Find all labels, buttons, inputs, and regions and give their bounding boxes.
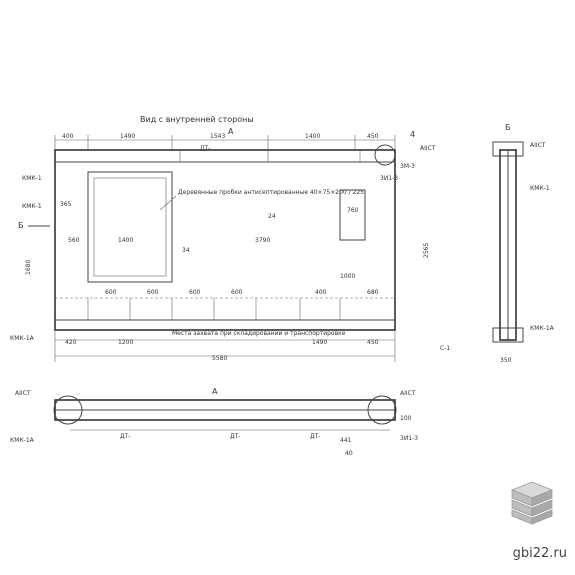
dim-bottom-3: 450 [367,339,379,346]
mark-kmk1-top: КМК-1 [22,175,42,182]
mark-3m13: 3И1-3 [380,175,398,182]
dim-top-4: 450 [367,133,379,140]
note-wood-text: Деревянные пробки антисептированные 40×7… [178,189,364,196]
dim-top-3: 1400 [305,133,320,140]
mark-ast-plan: АIIСТ [15,390,31,397]
mark-3m13-plan: 3И1-3 [400,435,418,442]
brand-text: gbi22.ru [512,546,567,561]
mark-dt-plan-3: ДТ- [310,433,321,440]
mark-3m-node: 3М-3 [400,163,415,170]
section-mark-b-left: Б [18,221,24,230]
mark-ast-node: АIIСТ [420,145,436,152]
dim-bottom-0: 420 [65,339,77,346]
mark-kmk1a-bottom: КМК-1А [10,335,35,342]
section-a-title: А [212,387,218,396]
mark-kmk1a-section: КМК-1А [530,325,555,332]
section-b-width: 350 [500,357,512,364]
dim-bottom-1: 1200 [118,339,133,346]
mark-kmk1a-plan: КМК-1А [10,437,35,444]
mark-kmk1-section: КМК-1 [530,185,550,192]
dim-height-right: 2565 [423,243,430,258]
detail-node-top-right: АIIСТ 3М-3 [374,144,436,170]
dim-1000: 1000 [340,273,355,280]
mark-dt-plan-1: ДТ- [120,433,131,440]
row-dimension-chain: 600 600 600 600 400 680 [105,289,379,296]
view-title: Вид с внутренней стороны [140,115,254,124]
mark-kmk1-mid: КМК-1 [22,203,42,210]
stacked-blocks-icon [510,481,554,525]
mark-34: 34 [182,247,190,254]
dim-plan-441: 441 [340,437,352,444]
dim-760: 760 [347,207,359,214]
section-b-title: Б [505,123,511,132]
dim-plan-100: 100 [400,415,412,422]
dim-row-4: 400 [315,289,327,296]
bottom-dimension-chain: 420 1200 1490 450 5580 [54,330,396,362]
brand-logo [508,478,556,526]
dim-row-5: 680 [367,289,379,296]
dim-bottom-2: 1490 [312,339,327,346]
dim-365: 365 [60,201,72,208]
mark-ast-plan-right: АIIСТ [400,390,416,397]
plan-a-view: А ДТ- ДТ- ДТ- КМК-1А АIIСТ АIIСТ 3И1-3 4… [10,387,418,457]
window-opening [87,171,173,283]
mark-24: 24 [268,213,276,220]
panel-main-view [54,149,396,331]
dim-total: 5580 [212,355,227,362]
note-wood-plugs: Деревянные пробки антисептированные 40×7… [159,189,364,211]
dim-row-2: 600 [189,289,201,296]
mark-s1: С-1 [440,345,450,352]
dim-row-1: 600 [147,289,159,296]
mark-dt-top: ДТ- [200,145,211,152]
section-b-view: Б 350 КМК-1 КМК-1А АIIСТ С-1 [440,123,555,364]
dim-window-width: 1400 [118,237,133,244]
section-mark-a-top: А [228,127,234,136]
dim-row-0: 600 [105,289,117,296]
mark-ast-section: АIIСТ [530,142,546,149]
embedded-part-right [339,189,366,241]
section-mark-4: 4 [410,130,415,139]
dim-row-3: 600 [231,289,243,296]
note-lifting: Места захвата при складировании и трансп… [172,330,346,337]
top-dimension-chain: 400 1490 1543 1400 450 [54,133,396,150]
dim-top-1: 1490 [120,133,135,140]
dim-plan-40: 40 [345,450,353,457]
dim-height-left: 1680 [25,260,32,275]
dim-span: 3790 [255,237,270,244]
dim-560: 560 [68,237,80,244]
dim-top-2: 1543 [210,133,225,140]
mark-dt-plan-2: ДТ- [230,433,241,440]
dim-top-0: 400 [62,133,74,140]
